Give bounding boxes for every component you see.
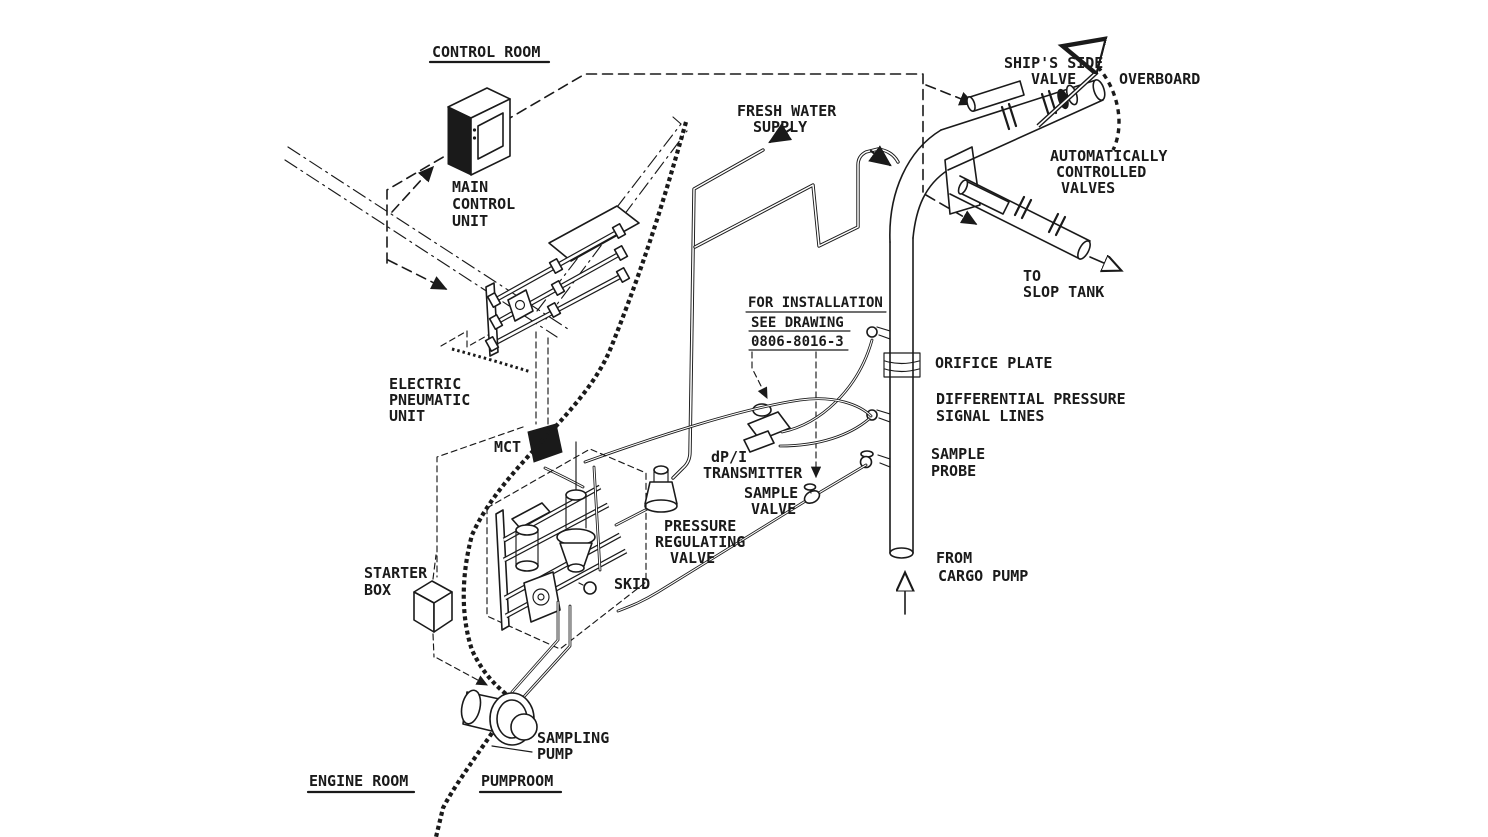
label-pumproom: PUMPROOM xyxy=(481,772,553,790)
label-auto-valves-1: AUTOMATICALLY xyxy=(1050,147,1167,165)
sampling-pump xyxy=(460,600,572,753)
label-install-note-3: 0806-8016-3 xyxy=(751,334,844,350)
label-epu-2: PNEUMATIC xyxy=(389,391,470,409)
label-sample-valve-2: VALVE xyxy=(751,500,796,518)
sample-valve-body xyxy=(803,483,821,505)
label-dp-signal-1: DIFFERENTIAL PRESSURE xyxy=(936,390,1126,408)
label-starter-box-1: STARTER xyxy=(364,564,428,582)
label-ships-side-valve-1: SHIP'S SIDE xyxy=(1004,54,1103,72)
label-skid: SKID xyxy=(614,575,650,593)
label-epu-3: UNIT xyxy=(389,407,425,425)
starter-box xyxy=(413,554,453,633)
label-install-note-2: SEE DRAWING xyxy=(751,315,844,331)
label-auto-valves-2: CONTROLLED xyxy=(1056,163,1146,181)
orifice-plate-fitting xyxy=(883,352,921,378)
label-ships-side-valve-2: VALVE xyxy=(1031,70,1076,88)
label-sample-probe-2: PROBE xyxy=(931,462,976,480)
pressure-regulating-valve xyxy=(614,465,678,527)
label-orifice-plate: ORIFICE PLATE xyxy=(935,354,1052,372)
labels: CONTROL ROOM MAIN CONTROL UNIT FRESH WAT… xyxy=(306,43,1200,794)
dpi-transmitter xyxy=(583,338,874,464)
skid-assembly xyxy=(486,441,647,650)
electric-pneumatic-unit xyxy=(484,205,640,357)
label-from-cargo-pump-2: CARGO PUMP xyxy=(938,567,1028,585)
differential-pressure-taps xyxy=(866,326,891,423)
sample-line xyxy=(616,463,868,613)
label-epu-1: ELECTRIC xyxy=(389,375,461,393)
label-sampling-pump-2: PUMP xyxy=(537,745,573,763)
label-slop-tank-1: TO xyxy=(1023,267,1041,285)
control-room-boundary-dashed xyxy=(386,73,978,290)
label-install-note-1: FOR INSTALLATION xyxy=(748,295,883,311)
installation-note-leaders xyxy=(751,351,822,479)
label-sampling-pump-1: SAMPLING xyxy=(537,729,609,747)
flushing-return-pipe xyxy=(693,145,900,249)
sample-hose xyxy=(433,121,689,837)
mct-block xyxy=(527,331,585,489)
overboard-arc xyxy=(1066,47,1121,151)
label-main-control-unit-1: MAIN xyxy=(452,178,488,196)
label-main-control-unit-3: UNIT xyxy=(452,212,488,230)
label-auto-valves-3: VALVES xyxy=(1061,179,1115,197)
label-mct: MCT xyxy=(494,438,521,456)
label-sample-valve-1: SAMPLE xyxy=(744,484,798,502)
label-starter-box-2: BOX xyxy=(364,581,391,599)
label-dpi-2: TRANSMITTER xyxy=(703,464,803,482)
automatic-valve-upper xyxy=(966,80,1058,131)
fresh-water-pipe xyxy=(671,123,793,480)
label-slop-tank-2: SLOP TANK xyxy=(1023,283,1104,301)
label-from-cargo-pump-1: FROM xyxy=(936,549,972,567)
label-overboard: OVERBOARD xyxy=(1119,70,1200,88)
label-prv-1: PRESSURE xyxy=(664,517,736,535)
automatic-valve-lower xyxy=(957,179,1067,237)
label-fresh-water-2: SUPPLY xyxy=(753,118,807,136)
label-prv-3: VALVE xyxy=(670,549,715,567)
label-sample-probe-1: SAMPLE xyxy=(931,445,985,463)
label-dpi-1: dP/I xyxy=(711,448,747,466)
label-prv-2: REGULATING xyxy=(655,533,745,551)
label-main-control-unit-2: CONTROL xyxy=(452,195,515,213)
label-fresh-water-1: FRESH WATER xyxy=(737,102,837,120)
ships-side-valve-handle xyxy=(1036,70,1099,128)
label-engine-room: ENGINE ROOM xyxy=(309,772,408,790)
main-control-unit xyxy=(447,87,511,176)
label-dp-signal-2: SIGNAL LINES xyxy=(936,407,1044,425)
label-control-room: CONTROL ROOM xyxy=(432,43,540,61)
installation-note: FOR INSTALLATION SEE DRAWING 0806-8016-3 xyxy=(745,295,887,351)
sample-probe-fitting xyxy=(859,450,891,469)
